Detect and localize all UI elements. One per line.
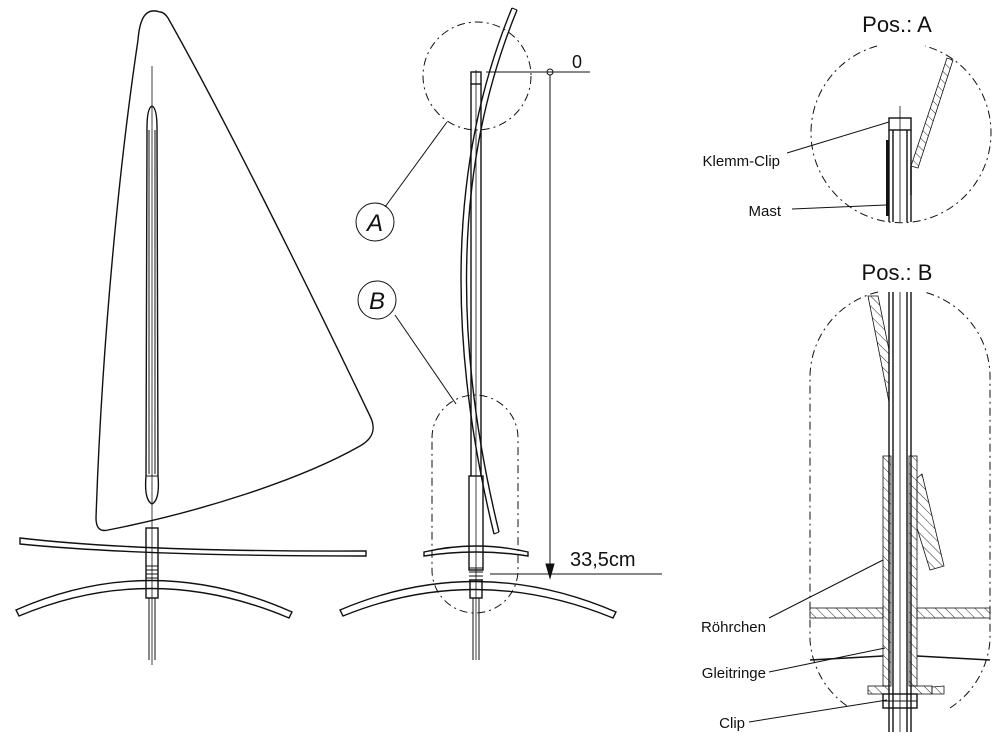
mast-wall-left [886,140,889,216]
callout-b-label: B [369,288,385,315]
detail-b-view: Pos.: B Röhrchen Gleitringe [701,260,991,732]
callout-a-circle [355,202,395,242]
detail-circle-a [422,21,532,131]
roehrchen-left-wall [882,455,892,687]
middle-view: A B 0 33,5cm [339,7,662,660]
callout-a-label: A [365,210,383,237]
roehrchen-right-wall [908,455,918,687]
gleitring-right [910,685,933,695]
mast-label: Mast [748,203,781,220]
left-view [15,10,374,665]
detail-b-upper-strip [867,295,890,403]
left-hull-arc [15,579,293,619]
detail-a-sail-strip [910,57,954,169]
detail-a-view: Pos.: A Klemm-Clip Mast [702,12,992,224]
dimension-bottom-label: 33,5cm [570,549,636,571]
left-deck-plate [19,537,367,557]
deck-plate-right [916,607,991,619]
sail-outline [95,10,374,532]
klemm-clip-label: Klemm-Clip [702,153,780,170]
detail-b-lower-strip [916,473,945,571]
callout-b-circle [357,280,397,320]
middle-hull-arc [339,580,617,619]
dimension-top-label: 0 [572,52,582,72]
middle-deck-disc [423,545,529,557]
clip-label: Clip [719,715,745,732]
middle-tube [468,475,484,571]
pos-b-title: Pos.: B [862,260,933,285]
curved-batten [460,7,513,535]
left-lower-mast [145,527,159,599]
deck-plate-left [809,607,884,619]
detail-a-circle [810,45,992,224]
roehrchen-label: Röhrchen [701,619,766,636]
mast-top-clip [470,71,482,85]
gleitring-left [867,685,890,695]
detail-capsule-b [431,394,519,614]
pos-a-title: Pos.: A [862,12,932,37]
detail-b-capsule [809,291,991,709]
klemm-clip-shape [888,117,912,131]
gleitringe-label: Gleitringe [702,665,766,682]
